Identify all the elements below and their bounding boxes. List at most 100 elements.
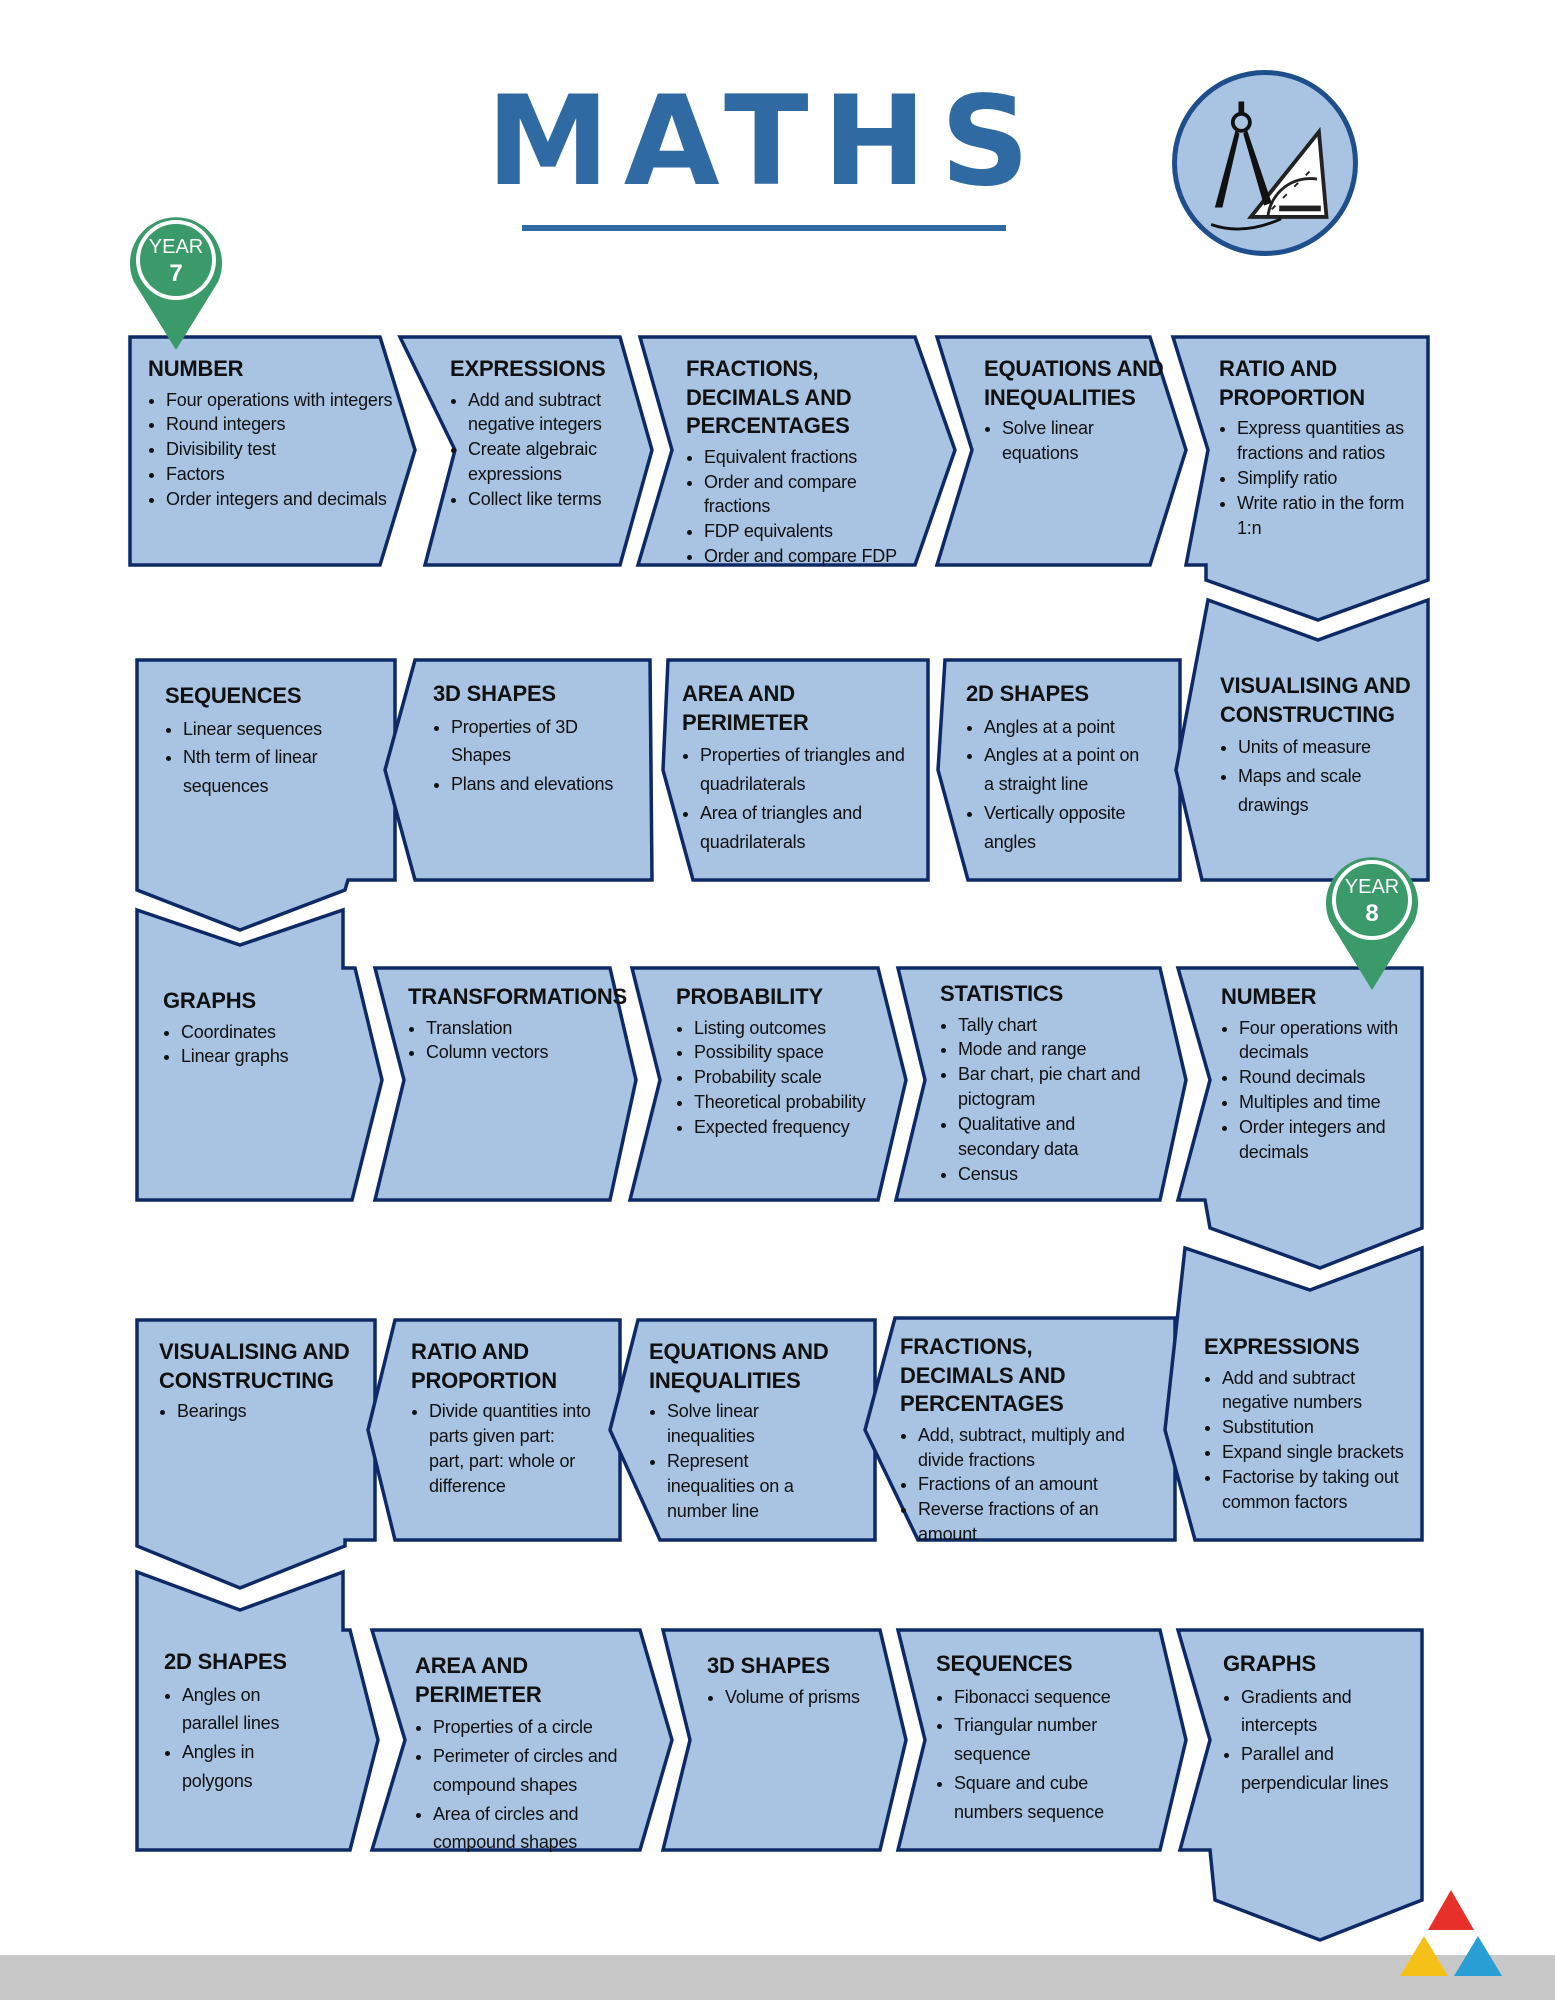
- unit-title: NUMBER: [148, 356, 244, 381]
- unit-topic: Angles on parallel lines: [182, 1681, 304, 1739]
- unit-title: STATISTICS: [940, 981, 1064, 1006]
- unit-box-shape: [135, 1569, 380, 1852]
- unit-box-shape: [1175, 1628, 1424, 1942]
- unit-title: 2D SHAPES: [164, 1649, 287, 1674]
- unit-topic: Order integers and decimals: [1239, 1115, 1401, 1165]
- unit-topic-list: Gradients and interceptsParallel and per…: [1223, 1683, 1403, 1798]
- marker-year-number: 7: [169, 260, 183, 287]
- unit-topic: Gradients and intercepts: [1241, 1683, 1403, 1741]
- unit-topic: Collect like terms: [468, 487, 615, 512]
- unit-card: 3D SHAPESProperties of 3D ShapesPlans an…: [433, 680, 623, 799]
- unit-box-shape: [135, 658, 397, 932]
- unit-topic: Angles at a point on a straight line: [984, 741, 1146, 799]
- unit-title: TRANSFORMATIONS: [408, 984, 628, 1009]
- unit-topic: Census: [958, 1162, 1160, 1187]
- marker-year-number: 8: [1365, 900, 1379, 927]
- unit-topic: Write ratio in the form 1:n: [1237, 491, 1414, 541]
- unit-box-shape: [135, 907, 384, 1202]
- unit-topic: Bearings: [177, 1399, 354, 1424]
- unit-card: STATISTICSTally chartMode and rangeBar c…: [940, 980, 1160, 1186]
- unit-title: EXPRESSIONS: [1204, 1334, 1360, 1359]
- unit-topic-list: Fibonacci sequenceTriangular number sequ…: [936, 1683, 1136, 1827]
- unit-title: AREA AND PERIMETER: [682, 681, 809, 735]
- unit-topic: Properties of triangles and quadrilatera…: [700, 741, 912, 799]
- unit-title: EQUATIONS AND INEQUALITIES: [649, 1339, 829, 1393]
- unit-box-shape: [936, 658, 1182, 882]
- unit-topic: Parallel and perpendicular lines: [1241, 1740, 1403, 1798]
- unit-title: RATIO AND PROPORTION: [1219, 356, 1365, 410]
- unit-title: FRACTIONS, DECIMALS AND PERCENTAGES: [900, 1334, 1066, 1417]
- unit-topic: Round integers: [166, 412, 393, 437]
- unit-title: VISUALISING AND CONSTRUCTING: [159, 1339, 350, 1393]
- unit-card: 2D SHAPES Angles at a pointAngles at a po…: [966, 680, 1146, 857]
- unit-title: SEQUENCES: [936, 1651, 1073, 1676]
- unit-topic: Express quantities as fractions and rati…: [1237, 416, 1414, 466]
- unit-box-shape: [135, 1318, 377, 1590]
- tri-color-triangle-logo: [1386, 1888, 1516, 1998]
- unit-card: 2D SHAPES Angles on parallel linesAngles …: [164, 1648, 304, 1796]
- year-8-marker: YEAR 8: [1322, 850, 1422, 990]
- unit-topic: Create algebraic expressions: [468, 437, 615, 487]
- unit-box-shape: [863, 1316, 1177, 1542]
- unit-card: EQUATIONS AND INEQUALITIESSolve linear i…: [649, 1338, 839, 1523]
- unit-topic: Vertically opposite angles: [984, 799, 1146, 857]
- unit-card: EQUATIONS AND INEQUALITIESSolve linear e…: [984, 355, 1164, 466]
- unit-topic-list: Linear sequencesNth term of linear seque…: [165, 715, 365, 801]
- unit-topic: Divide quantities into parts given part:…: [429, 1399, 591, 1498]
- unit-topic: Multiples and time: [1239, 1090, 1401, 1115]
- unit-topic: Add and subtract negative numbers: [1222, 1366, 1404, 1416]
- page-title: MATHS: [486, 70, 1044, 214]
- unit-title: 2D SHAPES: [966, 681, 1089, 706]
- unit-box-shape: [895, 1628, 1188, 1852]
- unit-topic: Order integers and decimals: [166, 487, 393, 512]
- unit-topic-list: Properties of a circlePerimeter of circl…: [415, 1713, 650, 1857]
- unit-topic-list: Divide quantities into parts given part:…: [411, 1399, 591, 1498]
- unit-topic-list: Add, subtract, multiply and divide fract…: [900, 1423, 1130, 1547]
- unit-topic-list: CoordinatesLinear graphs: [163, 1020, 338, 1070]
- unit-topic: Angles in polygons: [182, 1738, 304, 1796]
- unit-card: FRACTIONS, DECIMALS AND PERCENTAGESEquiv…: [686, 355, 926, 569]
- unit-topic-list: Bearings: [159, 1399, 354, 1424]
- unit-box-shape: [1163, 1245, 1424, 1542]
- unit-card: AREA AND PERIMETER Properties of triangle…: [682, 680, 912, 856]
- unit-topic: Properties of 3D Shapes: [451, 713, 623, 771]
- unit-topic: Represent inequalities on a number line: [667, 1449, 839, 1523]
- unit-topic-list: Four operations with decimalsRound decim…: [1221, 1016, 1401, 1165]
- unit-topic: Properties of a circle: [433, 1713, 650, 1742]
- unit-topic: Divisibility test: [166, 437, 393, 462]
- unit-topic: Qualitative and secondary data: [958, 1112, 1160, 1162]
- unit-topic: Factorise by taking out common factors: [1222, 1465, 1404, 1515]
- unit-topic: Round decimals: [1239, 1065, 1401, 1090]
- unit-topic: Add and subtract negative integers: [468, 388, 615, 438]
- unit-topic: Units of measure: [1238, 733, 1415, 762]
- unit-title: EQUATIONS AND INEQUALITIES: [984, 356, 1164, 410]
- unit-topic-list: Angles on parallel linesAngles in polygo…: [164, 1681, 304, 1796]
- unit-topic: Four operations with integers: [166, 388, 393, 413]
- unit-box-shape: [660, 1628, 908, 1852]
- unit-title: VISUALISING AND CONSTRUCTING: [1220, 673, 1411, 727]
- unit-topic: Substitution: [1222, 1415, 1404, 1440]
- unit-topic-list: Add and subtract negative integersCreate…: [450, 388, 615, 512]
- unit-box-shape: [383, 658, 654, 882]
- unit-topic: Triangular number sequence: [954, 1711, 1136, 1769]
- unit-topic: Linear sequences: [183, 715, 365, 744]
- unit-card: 3D SHAPESVolume of prisms: [707, 1652, 872, 1709]
- unit-box-shape: [1174, 597, 1430, 882]
- unit-card: FRACTIONS, DECIMALS AND PERCENTAGESAdd, …: [900, 1333, 1130, 1547]
- unit-topic: Fibonacci sequence: [954, 1683, 1136, 1712]
- unit-title: AREA AND PERIMETER: [415, 1653, 542, 1707]
- unit-box-shape: [627, 966, 908, 1202]
- unit-topic: Equivalent fractions: [704, 445, 926, 470]
- unit-topic: Tally chart: [958, 1013, 1160, 1038]
- unit-topic: Expected frequency: [694, 1115, 866, 1140]
- unit-topic-list: Four operations with integersRound integ…: [148, 388, 393, 512]
- unit-topic: Order and compare FDP: [704, 544, 926, 569]
- unit-title: GRAPHS: [163, 988, 256, 1013]
- unit-topic: Square and cube numbers sequence: [954, 1769, 1136, 1827]
- unit-topic: Nth term of linear sequences: [183, 743, 365, 801]
- unit-topic-list: Properties of 3D ShapesPlans and elevati…: [433, 713, 623, 799]
- unit-card: VISUALISING AND CONSTRUCTING Bearings: [159, 1338, 354, 1424]
- unit-topic-list: Listing outcomesPossibility spaceProbabi…: [676, 1016, 866, 1140]
- unit-topic-list: Angles at a pointAngles at a point on a …: [966, 713, 1146, 857]
